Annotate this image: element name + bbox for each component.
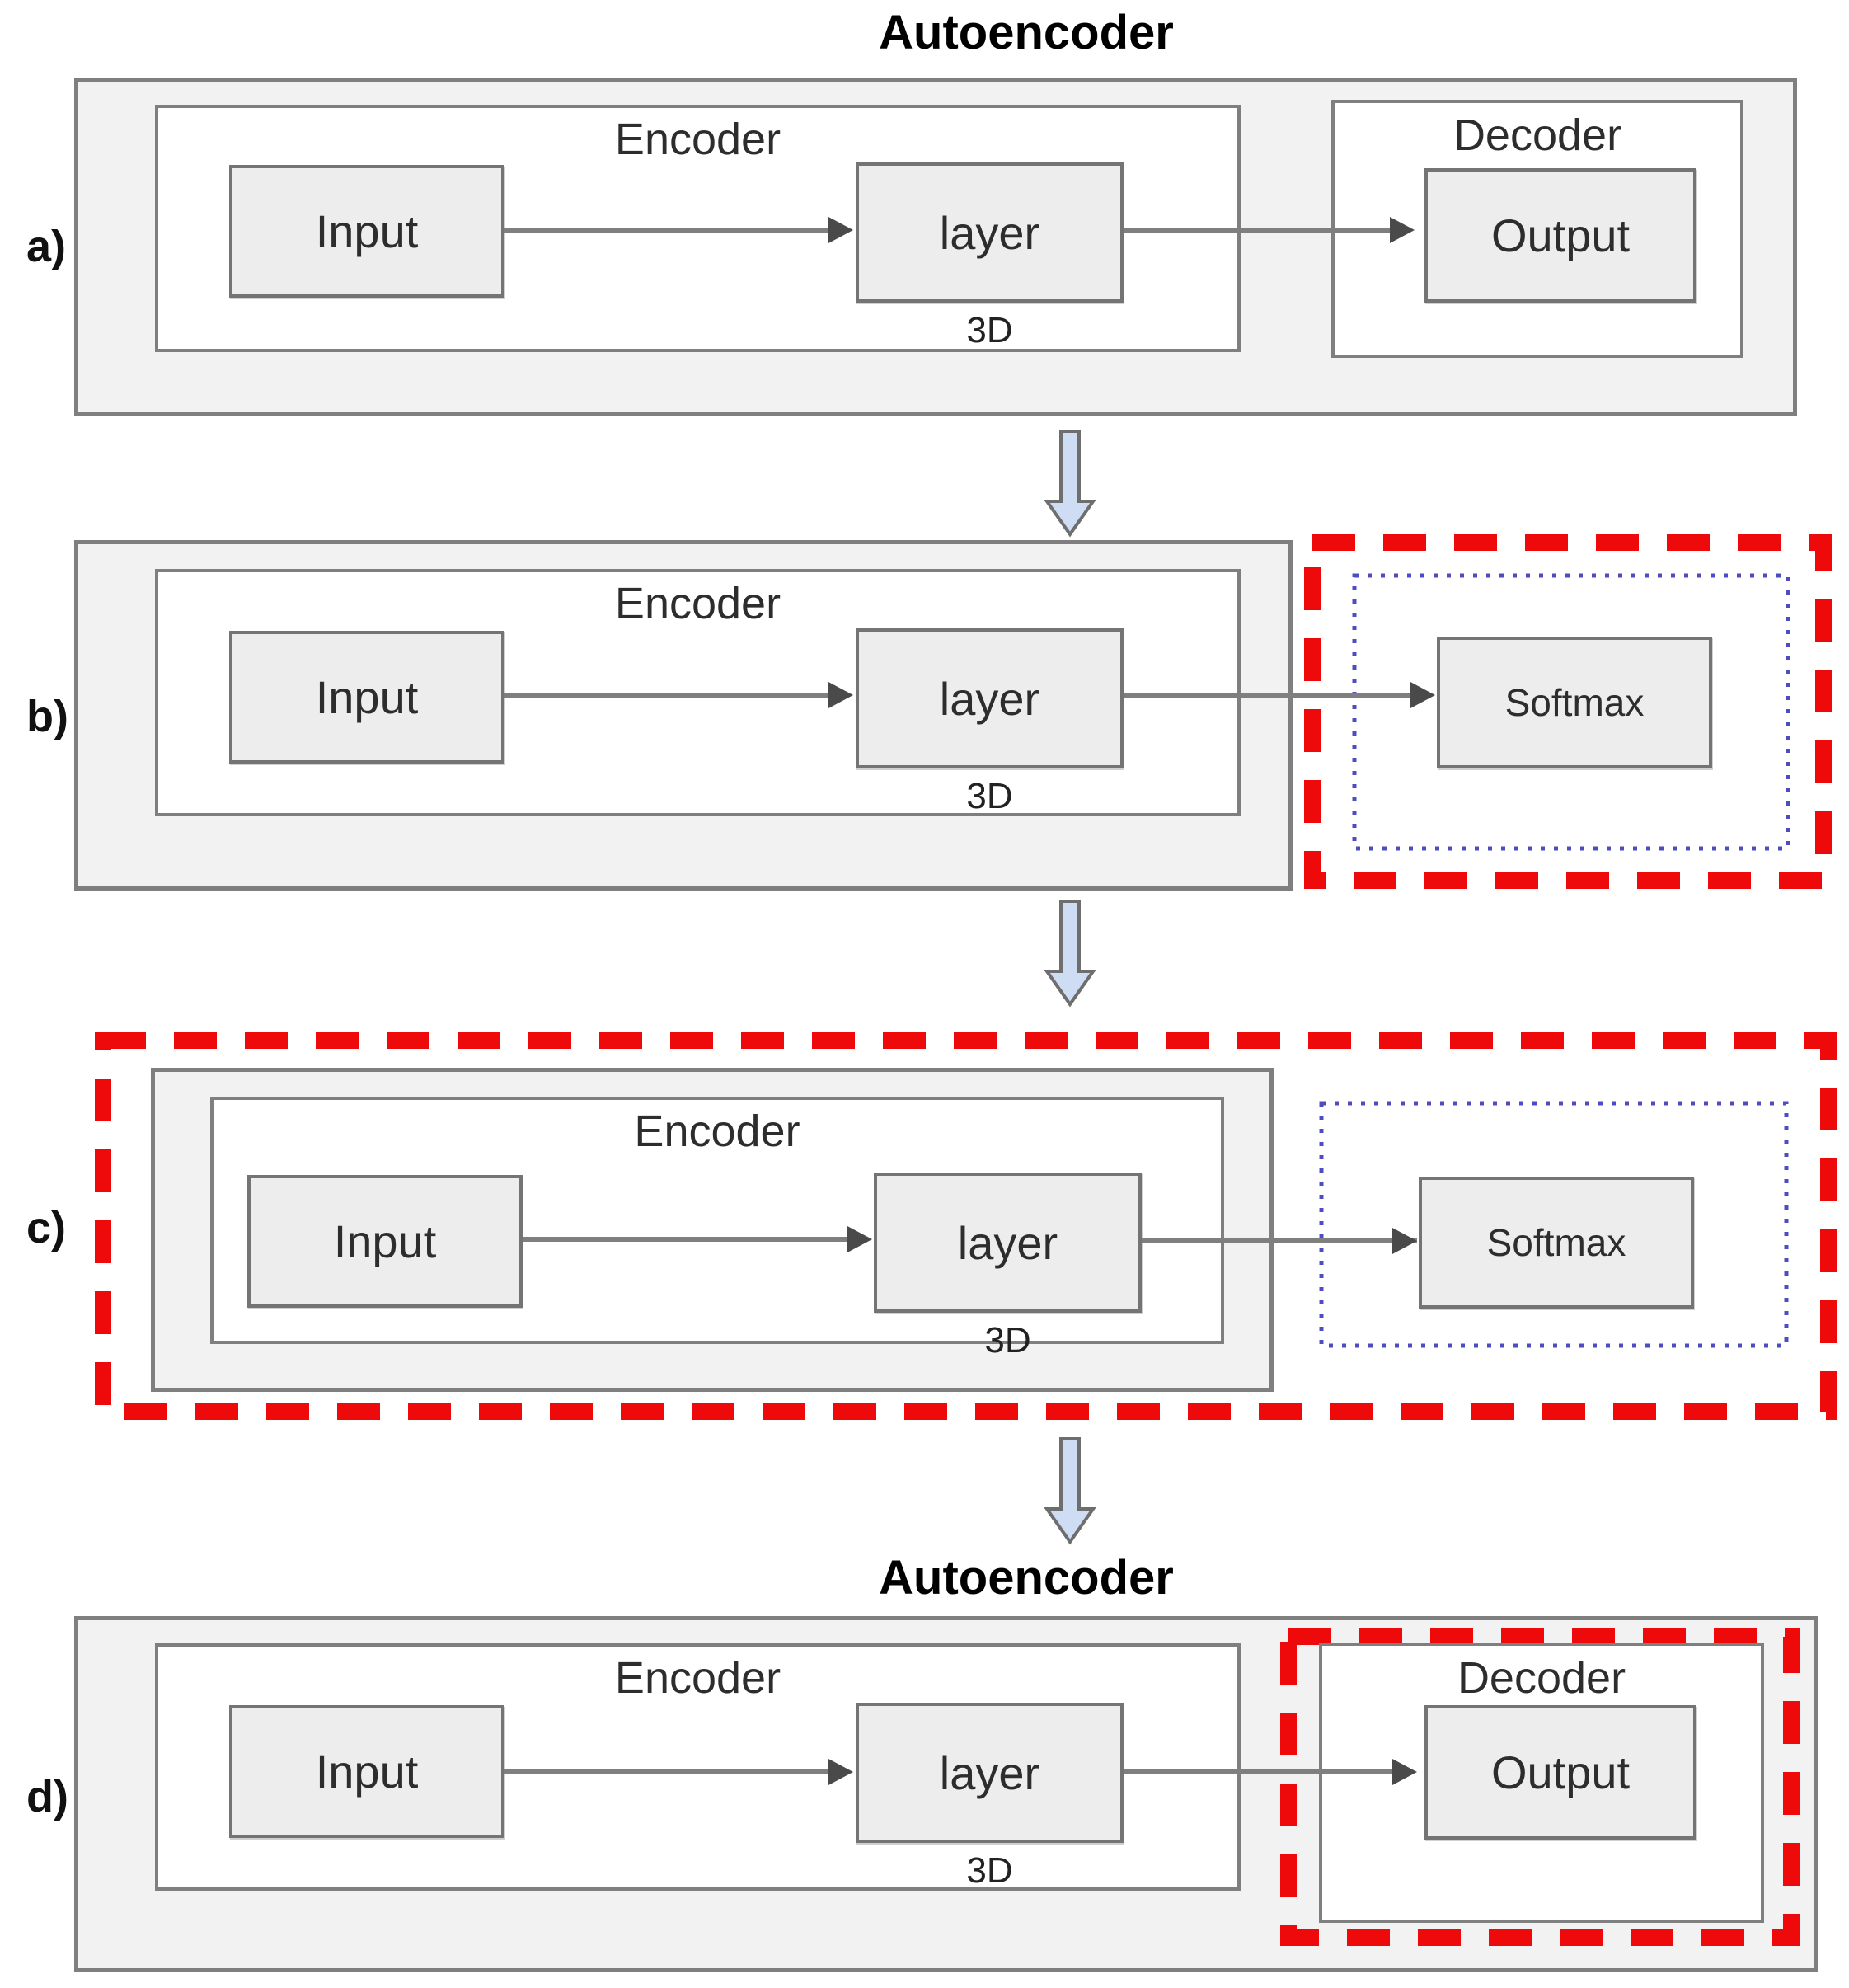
- blue-dotted-box-c: [1319, 1101, 1789, 1348]
- arrowhead-icon: [847, 1226, 872, 1252]
- panel-a-title: Autoencoder: [879, 6, 1174, 59]
- connector-line: [504, 693, 830, 698]
- arrowhead-icon: [1392, 1759, 1417, 1785]
- red-dashed-highlight-d: [1280, 1628, 1800, 1946]
- arrowhead-icon: [1410, 682, 1435, 708]
- panel-c-encoder-title: Encoder: [634, 1107, 800, 1156]
- panel-c-layer-node: layer: [874, 1173, 1142, 1313]
- connector-line: [523, 1237, 849, 1242]
- panel-d-layer-node: layer: [856, 1703, 1124, 1843]
- arrowhead-icon: [828, 1759, 853, 1785]
- connector-line: [1142, 1238, 1417, 1243]
- panel-c-input-node: Input: [247, 1175, 523, 1308]
- panel-d-output-node: Output: [1424, 1705, 1696, 1840]
- panel-b-label: b): [26, 692, 68, 741]
- red-dashed-highlight-c: [95, 1032, 1837, 1420]
- panel-d-label: d): [26, 1772, 68, 1821]
- arrowhead-icon: [828, 682, 853, 708]
- panel-d-input-node: Input: [229, 1705, 504, 1838]
- panel-b-input-node: Input: [229, 631, 504, 764]
- panel-c-softmax-node: Softmax: [1419, 1177, 1694, 1309]
- connector-line: [1124, 693, 1412, 698]
- connector-line: [1124, 228, 1391, 233]
- panel-d-title: Autoencoder: [879, 1551, 1174, 1605]
- connector-line: [504, 228, 830, 233]
- panel-d-layer-3d-tag: 3D: [966, 1850, 1013, 1891]
- panel-c-layer-3d-tag: 3D: [984, 1320, 1031, 1361]
- panel-b-layer-3d-tag: 3D: [966, 776, 1013, 816]
- panel-a-output-node: Output: [1424, 168, 1696, 303]
- panel-c-label: c): [26, 1203, 67, 1252]
- down-arrow-icon: [1044, 1437, 1096, 1545]
- panel-b-softmax-node: Softmax: [1437, 637, 1712, 768]
- panel-a-layer-node: layer: [856, 162, 1124, 303]
- panel-a-label: a): [26, 222, 67, 271]
- panel-b-encoder-title: Encoder: [614, 579, 781, 628]
- connector-line: [504, 1769, 830, 1774]
- panel-d-encoder-title: Encoder: [614, 1653, 781, 1703]
- panel-d-decoder-title: Decoder: [1457, 1653, 1626, 1703]
- arrowhead-icon: [1392, 1228, 1417, 1254]
- red-dashed-highlight-b: [1304, 534, 1832, 889]
- panel-a-layer-3d-tag: 3D: [966, 310, 1013, 350]
- arrowhead-icon: [828, 217, 853, 243]
- panel-a-input-node: Input: [229, 165, 504, 298]
- connector-line: [1124, 1769, 1394, 1774]
- panel-b-layer-node: layer: [856, 628, 1124, 768]
- down-arrow-icon: [1044, 430, 1096, 538]
- panel-a-encoder-title: Encoder: [614, 115, 781, 164]
- down-arrow-icon: [1044, 900, 1096, 1008]
- panel-a-decoder-title: Decoder: [1452, 110, 1622, 160]
- blue-dotted-box-b: [1352, 573, 1790, 851]
- arrowhead-icon: [1390, 217, 1415, 243]
